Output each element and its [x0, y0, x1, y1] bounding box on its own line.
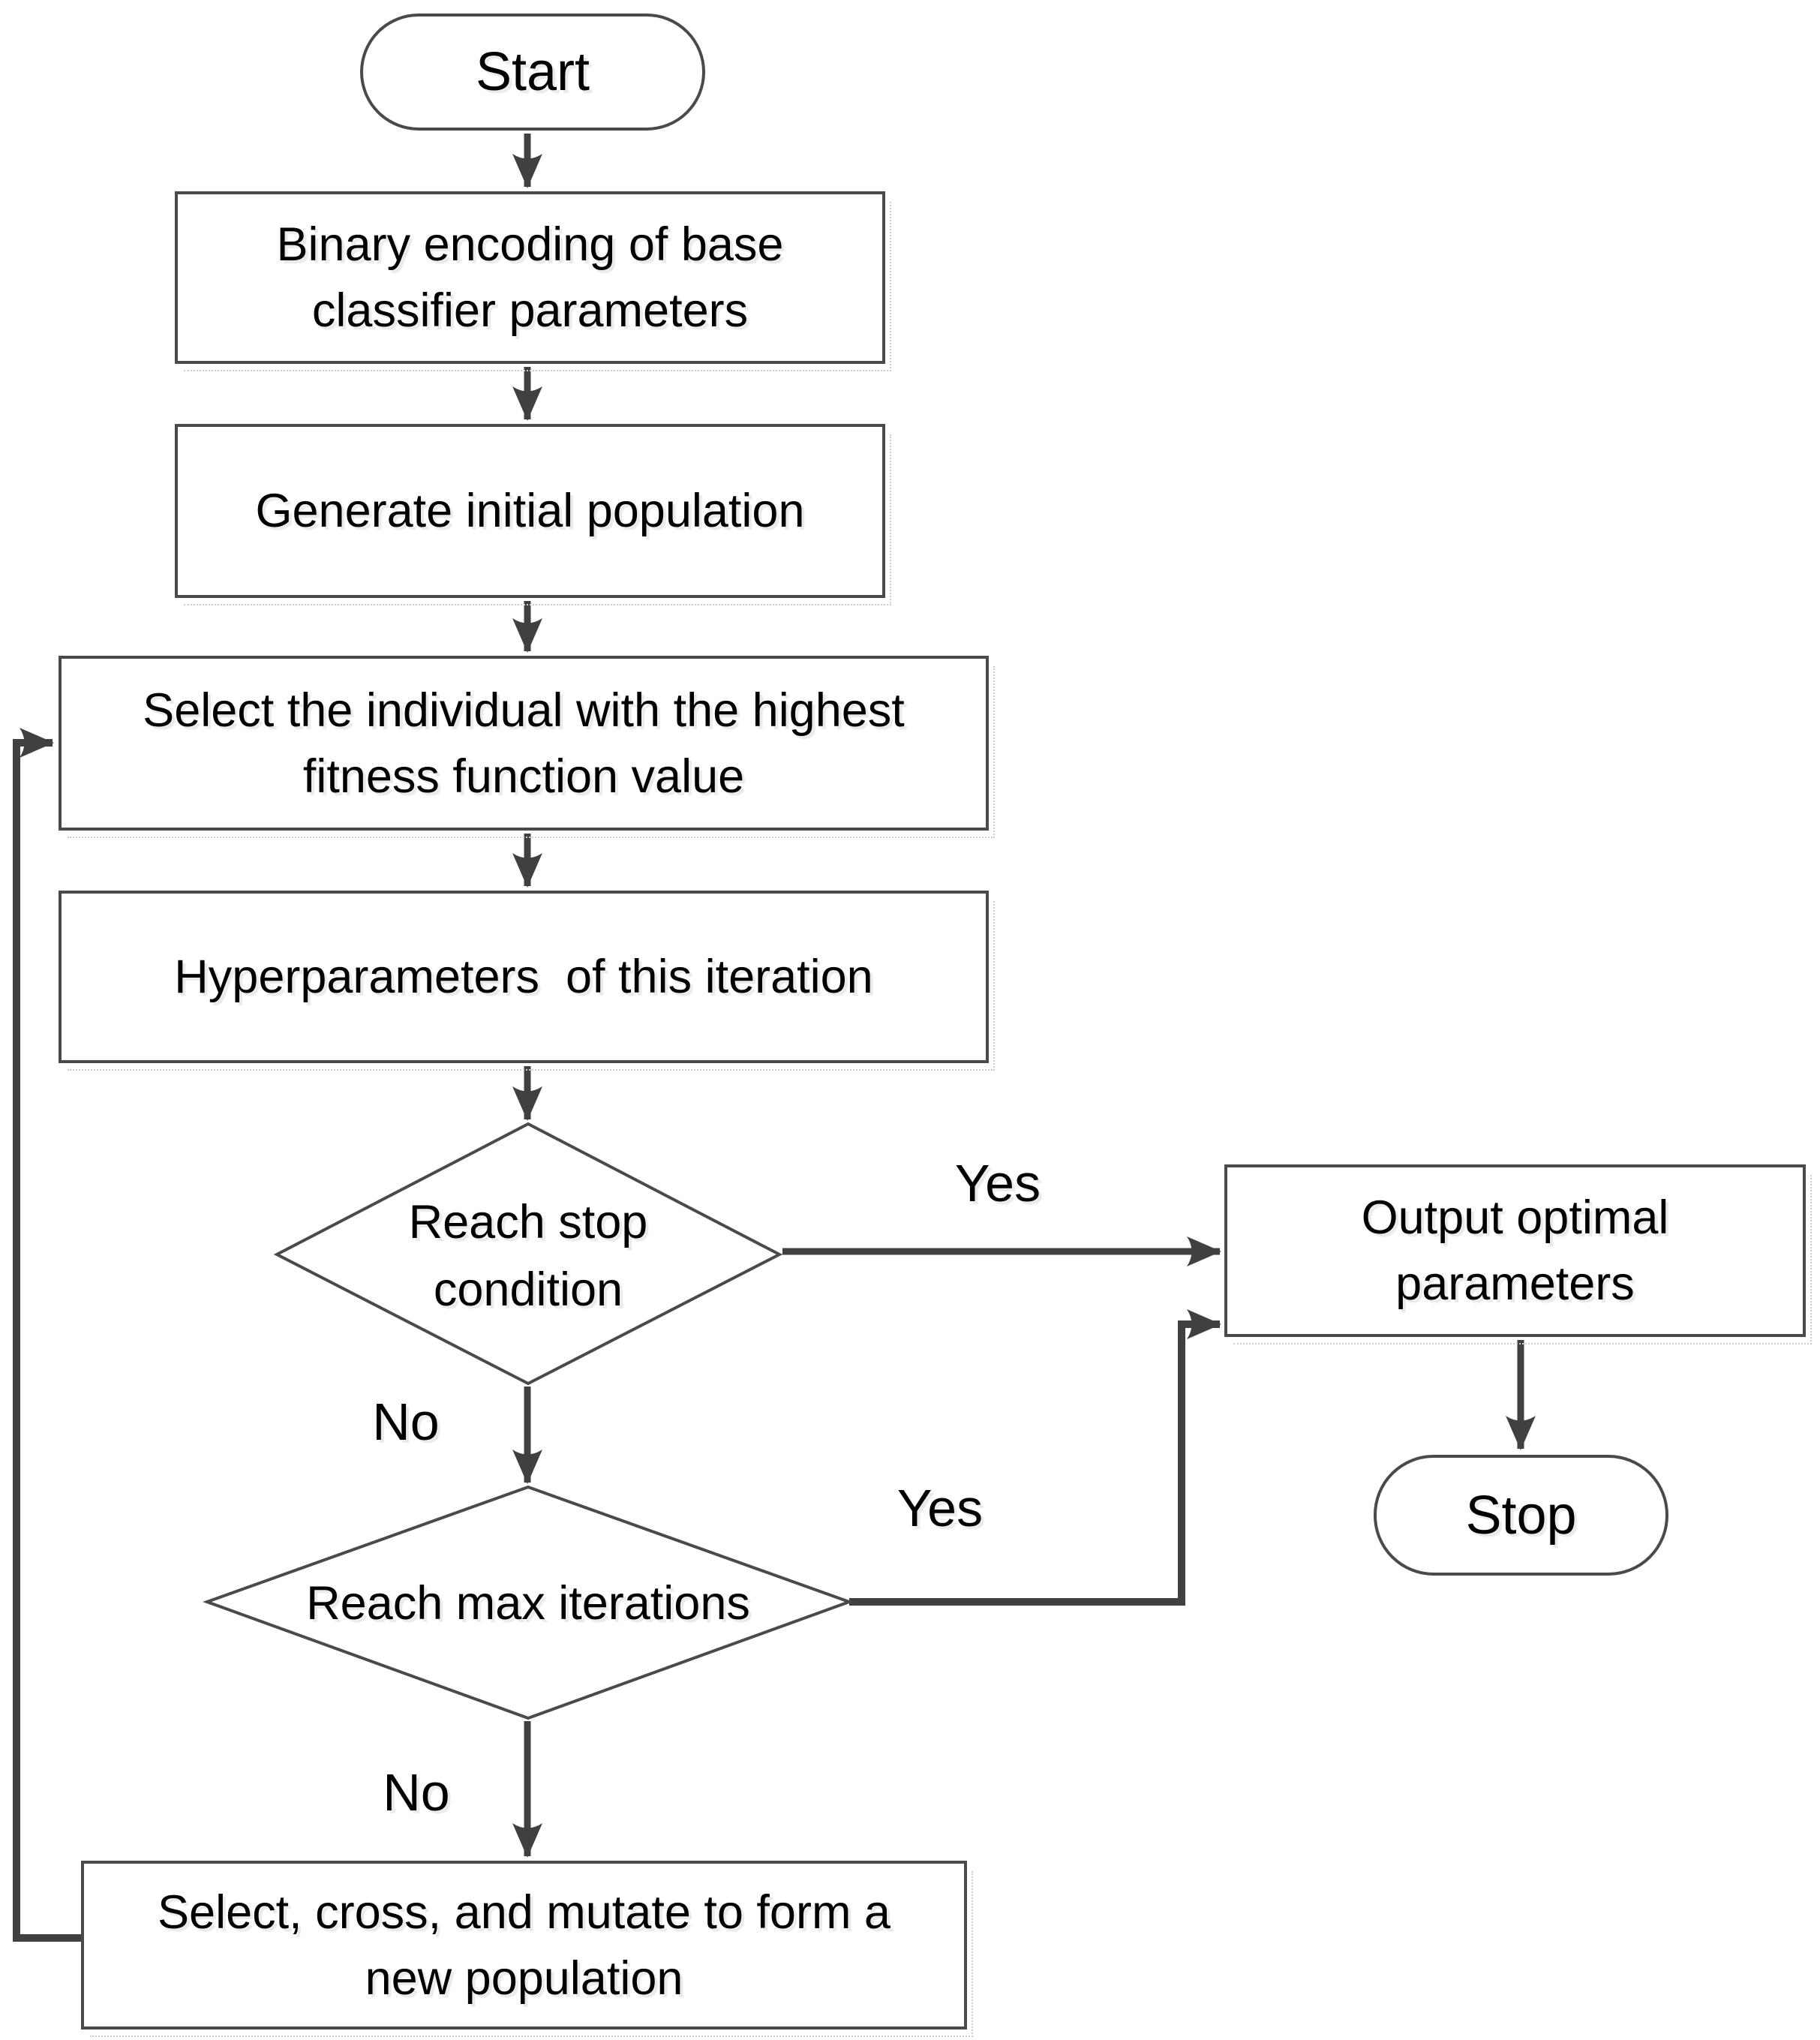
stop-node: Stop	[1374, 1455, 1668, 1576]
stop-label: Stop	[1465, 1485, 1577, 1546]
hyperparameters-node: Hyperparameters of this iteration	[59, 891, 995, 1071]
arrow-loop-back-to-select	[13, 728, 84, 1942]
stop-condition-no-label: No	[372, 1393, 440, 1451]
start-node: Start	[360, 14, 705, 131]
hyperparameters-label: Hyperparameters of this iteration	[174, 951, 873, 1003]
max-iterations-yes-label: Yes	[896, 1479, 984, 1537]
binary-encoding-label: Binary encoding of base classifier param…	[276, 218, 784, 337]
arrow-max-iterations-yes-to-output	[849, 1309, 1221, 1606]
binary-encoding-node: Binary encoding of base classifier param…	[175, 191, 891, 371]
start-label: Start	[475, 42, 590, 102]
reach-max-iterations-diamond	[203, 1485, 854, 1720]
max-iterations-no-label: No	[383, 1763, 450, 1822]
output-optimal-node: Output optimal parameters	[1224, 1164, 1812, 1344]
generate-population-node: Generate initial population	[175, 424, 891, 605]
select-cross-mutate-node: Select, cross, and mutate to form a new …	[81, 1861, 973, 2037]
output-optimal-label: Output optimal parameters	[1361, 1191, 1669, 1310]
reach-stop-condition-label: Reach stop condition	[408, 1196, 648, 1316]
reach-stop-condition-diamond	[273, 1122, 783, 1386]
generate-population-label: Generate initial population	[255, 485, 805, 537]
select-cross-mutate-label: Select, cross, and mutate to form a new …	[158, 1885, 890, 2005]
select-individual-label: Select the individual with the highest f…	[143, 684, 905, 803]
stop-condition-yes-label: Yes	[954, 1154, 1041, 1212]
reach-max-iterations-label: Reach max iterations	[306, 1577, 750, 1630]
select-individual-node: Select the individual with the highest f…	[59, 656, 995, 838]
